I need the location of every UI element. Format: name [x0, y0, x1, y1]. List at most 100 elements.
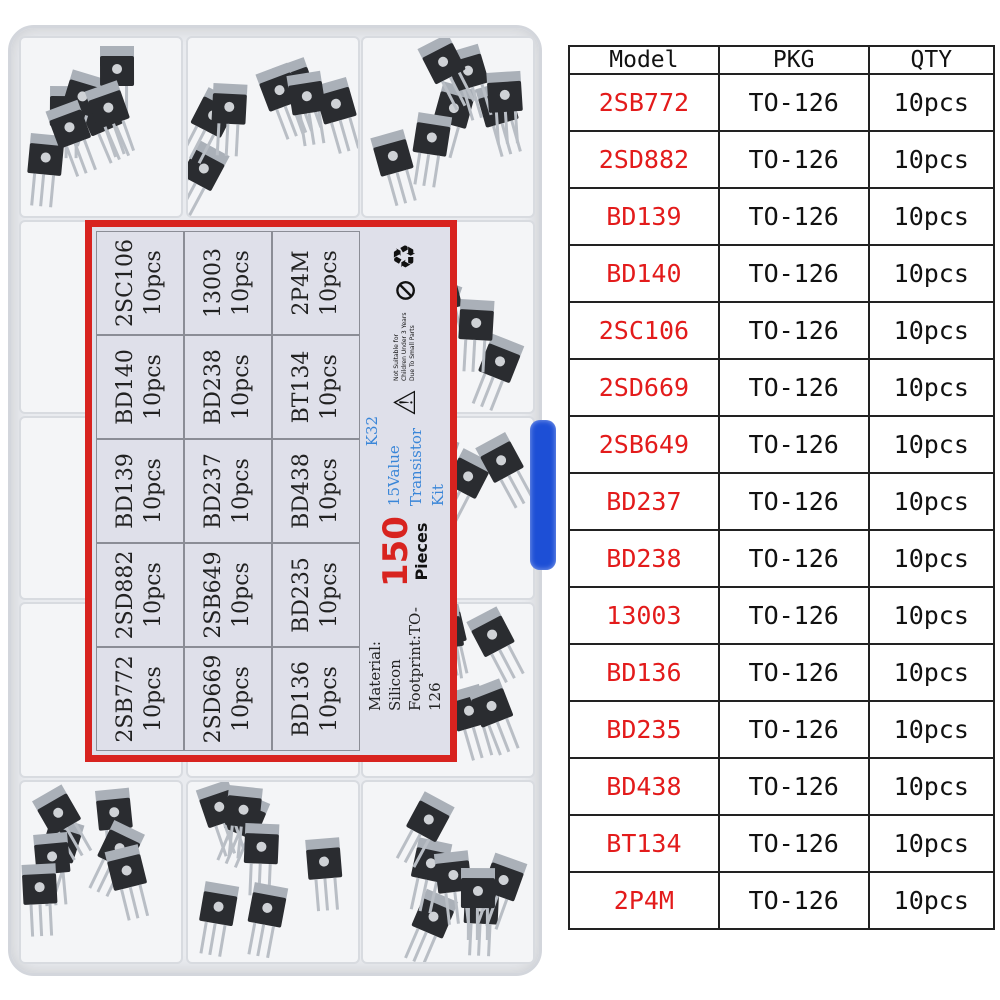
compartment [186, 780, 360, 964]
label-qty: 10pcs [229, 666, 254, 732]
label-model: BD237 [201, 453, 226, 529]
model-cell: 2SD669 [568, 358, 720, 417]
label-qty: 10pcs [229, 562, 254, 628]
pkg-cell: TO-126 [717, 472, 870, 531]
column-header: PKG [717, 45, 870, 75]
qty-cell: 10pcs [867, 73, 996, 132]
qty-cell: 10pcs [867, 757, 996, 816]
label-model: 2SB649 [201, 551, 226, 639]
piece-count: 150 [375, 516, 416, 588]
pkg-cell: TO-126 [717, 529, 870, 588]
pkg-cell: TO-126 [717, 187, 870, 246]
model-cell: BD139 [568, 187, 720, 246]
qty-cell: 10pcs [867, 529, 996, 588]
pkg-cell: TO-126 [717, 757, 870, 816]
pkg-cell: TO-126 [717, 700, 870, 759]
qty-cell: 10pcs [867, 130, 996, 189]
kit-code: K32 [363, 415, 381, 447]
qty-cell: 10pcs [867, 415, 996, 474]
qty-cell: 10pcs [867, 871, 996, 930]
label-qty: 10pcs [141, 354, 166, 420]
model-cell: BD140 [568, 244, 720, 303]
label-info: Material: Silicon Footprint:TO-126 150 P… [363, 231, 447, 751]
model-cell: 13003 [568, 586, 720, 645]
model-cell: 2SB772 [568, 73, 720, 132]
pkg-cell: TO-126 [717, 244, 870, 303]
model-cell: 2SC106 [568, 301, 720, 360]
label-qty: 10pcs [229, 354, 254, 420]
label-qty: 10pcs [141, 666, 166, 732]
label-model: BD238 [201, 349, 226, 425]
label-qty: 10pcs [229, 250, 254, 316]
qty-cell: 10pcs [867, 358, 996, 417]
label-qty: 10pcs [317, 666, 342, 732]
model-cell: 2P4M [568, 871, 720, 930]
qty-cell: 10pcs [867, 472, 996, 531]
model-cell: BD438 [568, 757, 720, 816]
label-model: BD136 [289, 661, 314, 737]
model-cell: BD235 [568, 700, 720, 759]
pkg-cell: TO-126 [717, 301, 870, 360]
label-model: BD139 [113, 453, 138, 529]
qty-cell: 10pcs [867, 586, 996, 645]
compartment [361, 36, 535, 218]
pkg-cell: TO-126 [717, 643, 870, 702]
label-qty: 10pcs [317, 354, 342, 420]
pkg-cell: TO-126 [717, 358, 870, 417]
label-qty: 10pcs [317, 458, 342, 524]
compartment [19, 780, 183, 964]
column-header: Model [568, 45, 720, 75]
label-model: BD438 [289, 453, 314, 529]
label-model: 2SC106 [113, 239, 138, 327]
compartment [19, 36, 183, 218]
pkg-cell: TO-126 [717, 73, 870, 132]
model-cell: BD238 [568, 529, 720, 588]
recycle-icon: ♻ [387, 243, 423, 270]
pkg-cell: TO-126 [717, 415, 870, 474]
warning-icon: ⚠ [387, 389, 423, 416]
qty-cell: 10pcs [867, 244, 996, 303]
qty-cell: 10pcs [867, 301, 996, 360]
label-qty: 10pcs [317, 562, 342, 628]
model-cell: 2SB649 [568, 415, 720, 474]
label-qty: 10pcs [141, 250, 166, 316]
pkg-cell: TO-126 [717, 586, 870, 645]
model-cell: BT134 [568, 814, 720, 873]
compartment [186, 36, 360, 218]
compartment [361, 780, 535, 964]
label-model: 2SD882 [113, 550, 138, 640]
label-qty: 10pcs [229, 458, 254, 524]
model-cell: BD237 [568, 472, 720, 531]
qty-cell: 10pcs [867, 814, 996, 873]
no-children-icon: ⊘ [387, 277, 423, 304]
pkg-cell: TO-126 [717, 130, 870, 189]
qty-cell: 10pcs [867, 187, 996, 246]
label-model: BD235 [289, 557, 314, 633]
